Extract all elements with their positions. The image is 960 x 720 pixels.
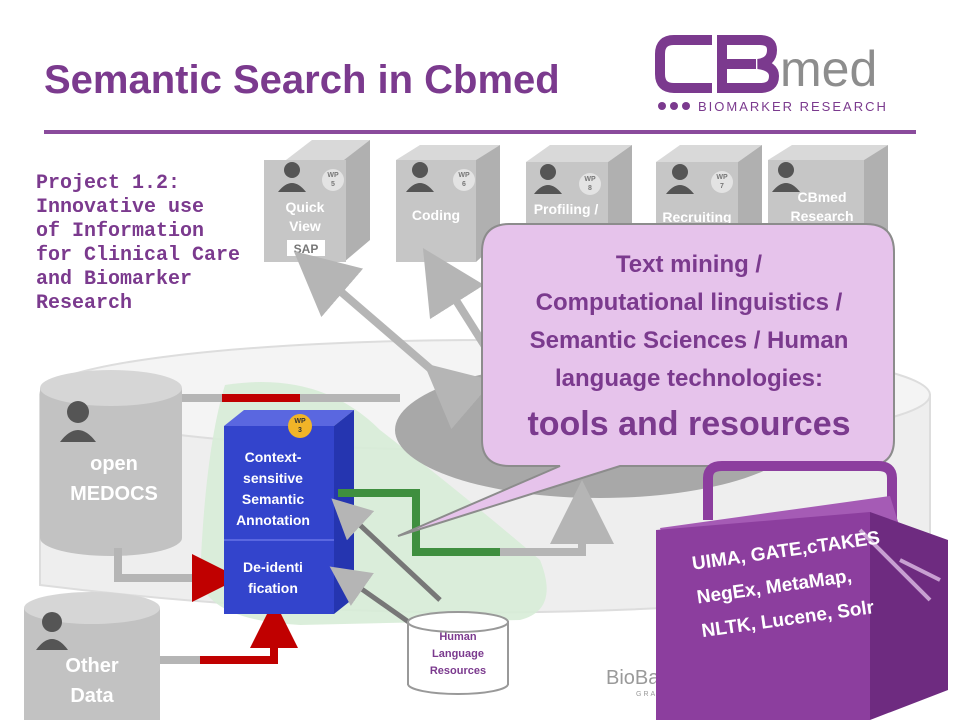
svg-text:SAP: SAP	[294, 242, 319, 256]
svg-text:CBmed: CBmed	[797, 189, 846, 205]
svg-text:Annotation: Annotation	[236, 512, 310, 528]
svg-text:Coding: Coding	[412, 207, 460, 223]
arrow-medocs-deident-grey	[114, 548, 200, 582]
callout-bubble	[397, 223, 895, 537]
annotation-box: WP 3 Context- sensitive Semantic Annotat…	[224, 410, 354, 614]
arrow-green	[338, 489, 500, 556]
svg-text:Quick: Quick	[286, 199, 325, 215]
source-other-data	[24, 592, 160, 720]
svg-text:Language: Language	[432, 648, 484, 660]
other-data-label-2: Data	[70, 685, 114, 707]
callout-text: Text mining / Computational linguistics …	[486, 246, 892, 446]
callout-headline: tools and resources	[527, 405, 851, 443]
svg-text:WP: WP	[327, 172, 339, 179]
svg-text:WP: WP	[294, 418, 306, 425]
svg-text:WP: WP	[716, 174, 728, 181]
project-description: Project 1.2: Innovative use of Informati…	[36, 172, 241, 315]
open-medocs-label-1: open	[90, 453, 138, 475]
svg-text:Resources: Resources	[430, 665, 486, 677]
logo-tagline: BIOMARKER RESEARCH	[698, 99, 888, 114]
svg-text:De-identi: De-identi	[243, 559, 303, 575]
svg-text:6: 6	[462, 181, 466, 188]
arrow-to-core	[500, 480, 614, 556]
cbmed-logo: med BIOMARKER RESEARCH	[655, 35, 888, 114]
human-language-resources: Human Language Resources	[407, 611, 509, 695]
svg-text:8: 8	[588, 185, 592, 192]
svg-text:GRAZ: GRAZ	[636, 691, 663, 698]
svg-text:WP: WP	[584, 176, 596, 183]
callout-topics: Text mining / Computational linguistics …	[529, 251, 849, 392]
page-title: Semantic Search in Cbmed	[44, 58, 560, 102]
toolbox-illustration	[656, 461, 948, 720]
source-open-medocs	[40, 370, 182, 556]
svg-text:Human: Human	[439, 631, 477, 643]
arrow-resources-annotation	[331, 498, 442, 602]
svg-text:fication: fication	[248, 580, 298, 596]
svg-text:Profiling /: Profiling /	[534, 201, 599, 217]
svg-text:WP: WP	[458, 172, 470, 179]
svg-text:Semantic: Semantic	[242, 491, 304, 507]
svg-text:Recruiting: Recruiting	[662, 209, 731, 225]
svg-text:View: View	[289, 218, 321, 234]
module-quick-view: WP 5 Quick View SAP	[264, 140, 370, 262]
svg-text:5: 5	[331, 181, 335, 188]
other-data-label-1: Other	[65, 655, 119, 677]
svg-text:Context-: Context-	[245, 449, 302, 465]
svg-text:Research: Research	[790, 208, 853, 224]
svg-text:7: 7	[720, 183, 724, 190]
arrow-red-other	[200, 600, 298, 664]
svg-text:med: med	[780, 41, 877, 97]
title-divider	[44, 130, 916, 134]
svg-text:3: 3	[298, 427, 302, 434]
arrow-quickview-core	[293, 251, 494, 430]
open-medocs-label-2: MEDOCS	[70, 483, 158, 505]
svg-text:sensitive: sensitive	[243, 470, 303, 486]
